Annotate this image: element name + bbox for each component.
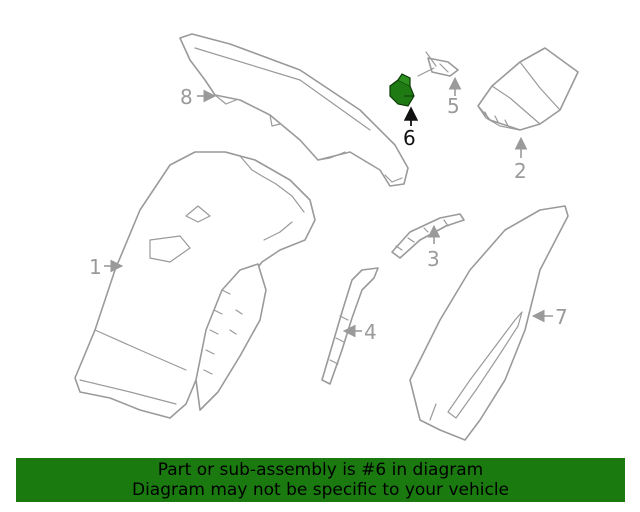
part-5-fastener xyxy=(417,51,459,77)
part-6-clip xyxy=(389,73,415,107)
callout-8: 8 xyxy=(180,85,217,109)
callout-6[interactable]: 6 xyxy=(403,106,419,150)
banner-line-2: Diagram may not be specific to your vehi… xyxy=(131,480,509,500)
parts-diagram: 8 6 5 2 3 1 4 7 xyxy=(74,33,579,441)
callout-3-label: 3 xyxy=(427,247,440,271)
callout-2: 2 xyxy=(514,136,528,183)
callout-6-label: 6 xyxy=(403,126,416,150)
part-7-panel xyxy=(409,205,569,441)
callout-4-label: 4 xyxy=(364,320,377,344)
callout-5-label: 5 xyxy=(447,94,460,118)
banner-line-1: Part or sub-assembly is #6 in diagram xyxy=(157,460,484,480)
callout-1-label: 1 xyxy=(89,255,102,279)
callout-7: 7 xyxy=(531,305,568,329)
callout-3: 3 xyxy=(427,224,441,271)
part-3-seal-strip xyxy=(391,213,465,259)
callout-2-label: 2 xyxy=(514,159,527,183)
callout-7-label: 7 xyxy=(555,305,568,329)
part-2-bracket xyxy=(477,47,579,131)
part-1-wheel-liner xyxy=(74,151,316,419)
callout-1: 1 xyxy=(89,255,124,279)
callout-5: 5 xyxy=(447,76,462,118)
callout-4: 4 xyxy=(342,320,377,344)
callout-8-label: 8 xyxy=(180,85,193,109)
info-banner: Part or sub-assembly is #6 in diagram Di… xyxy=(16,458,625,502)
